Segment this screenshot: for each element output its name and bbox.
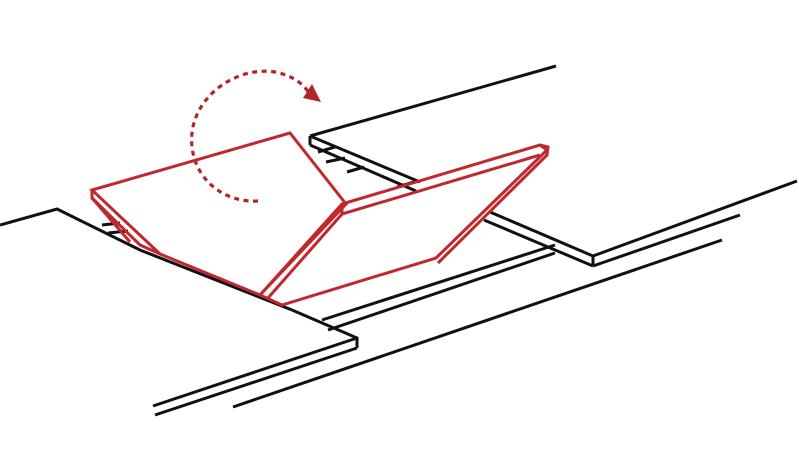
- left-tabletop-front-bottom-edge: [154, 346, 358, 417]
- left-leaf-thickness: [90, 190, 161, 256]
- right-tabletop-back-edge: [309, 64, 557, 138]
- table-structure: [0, 64, 798, 417]
- folding-leaf: [89, 131, 550, 307]
- front-rail-upper: [321, 243, 556, 322]
- front-rail-lower: [327, 251, 556, 332]
- right-tabletop-front-lower-edge: [592, 213, 741, 268]
- right-leaf-panel: [257, 143, 550, 307]
- inner-rail-c: [346, 165, 365, 174]
- rotation-arrowhead: [303, 84, 321, 102]
- inner-rail-b: [325, 156, 346, 164]
- rotation-arc: [190, 69, 314, 203]
- right-leaf-thickness: [436, 143, 550, 265]
- right-tabletop-left-side: [309, 134, 594, 258]
- right-tabletop-front-edge: [592, 179, 798, 258]
- curved-dotted-arrow-icon: [190, 69, 321, 203]
- left-leaf-inner-edge: [90, 197, 132, 243]
- left-tabletop-front-lower-edge: [152, 336, 358, 408]
- right-leaf-top-edge: [341, 153, 541, 216]
- inner-rail-a: [317, 145, 336, 154]
- left-tabletop-top-edge: [0, 207, 293, 312]
- left-leaf-panel: [89, 131, 348, 297]
- floor-line: [232, 238, 723, 409]
